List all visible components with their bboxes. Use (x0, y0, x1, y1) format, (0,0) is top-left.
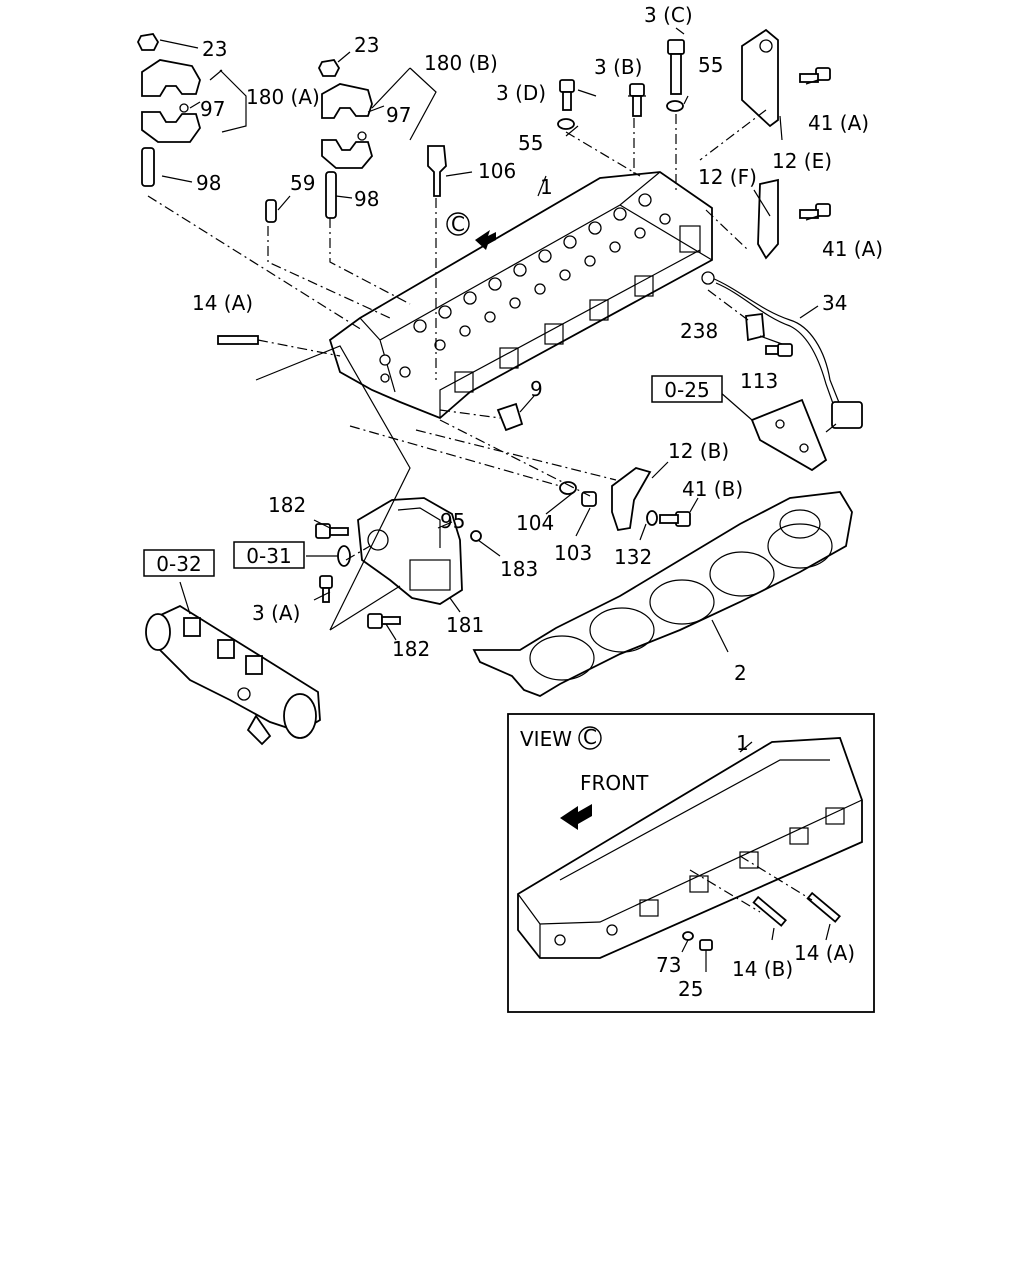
pin-59 (265, 199, 277, 223)
bracket-180b (317, 59, 373, 219)
clip-238 (745, 312, 765, 342)
inset-title: VIEW (520, 727, 572, 751)
oring-183 (470, 530, 482, 542)
washer-104 (559, 481, 577, 495)
callout-183: 183 (500, 557, 538, 581)
callout-3c: 3 (C) (644, 3, 693, 27)
callout-180b: 180 (B) (424, 51, 498, 75)
callout-98a: 98 (196, 171, 221, 195)
inset-callout-14a: 14 (A) (794, 941, 855, 965)
inset-callout-73: 73 (656, 953, 681, 977)
bolt-113 (765, 343, 793, 357)
callout-59: 59 (290, 171, 315, 195)
head-gasket-2 (472, 491, 853, 697)
water-housing-181 (357, 497, 463, 605)
callout-3b: 3 (B) (594, 55, 642, 79)
inset-front-label: FRONT (580, 771, 649, 795)
view-c-marker: C (446, 212, 496, 250)
direction-arrow-icon (475, 230, 496, 250)
stud-14a (217, 335, 259, 345)
callout-97b: 97 (386, 103, 411, 127)
inset-studs (682, 891, 841, 951)
callout-113: 113 (740, 369, 778, 393)
callout-182-top: 182 (268, 493, 306, 517)
callout-55a: 55 (698, 53, 723, 77)
callout-41a-bottom: 41 (A) (822, 237, 883, 261)
callout-132: 132 (614, 545, 652, 569)
view-c-marker-label: C (451, 212, 465, 236)
callout-14a: 14 (A) (192, 291, 253, 315)
fitting-9 (496, 402, 524, 432)
bolt-3c (667, 39, 685, 95)
callout-23a: 23 (202, 37, 227, 61)
callout-95: 95 (440, 509, 465, 533)
cylinder-head (328, 171, 713, 420)
washers-55 (557, 100, 684, 130)
inset-leaders (681, 741, 831, 972)
inset-cylinder-head (517, 737, 863, 959)
callout-55b: 55 (518, 131, 543, 155)
bolt-3d (559, 79, 575, 111)
callout-41a-top: 41 (A) (808, 111, 869, 135)
callout-182-bottom: 182 (392, 637, 430, 661)
callout-1: 1 (540, 175, 553, 199)
callout-2: 2 (734, 661, 747, 685)
bracket-12e (741, 28, 779, 128)
front-arrow-icon (560, 804, 592, 830)
inset-marker: C (583, 725, 597, 749)
callout-103: 103 (554, 541, 592, 565)
bolt-3b (629, 83, 645, 117)
ref-032-label: 0-32 (156, 552, 201, 576)
callout-3a: 3 (A) (252, 601, 300, 625)
callout-labels: 23 180 (A) 97 98 23 180 (B) 97 98 59 106… (192, 3, 883, 685)
callout-3d: 3 (D) (496, 81, 546, 105)
leader-lines (147, 27, 837, 653)
callout-106: 106 (478, 159, 516, 183)
bolts-41a (799, 67, 831, 219)
water-pipe-032 (145, 604, 321, 746)
seal-031 (337, 545, 351, 567)
bracket-12b (611, 467, 652, 532)
callout-104: 104 (516, 511, 554, 535)
bracket-025 (750, 398, 828, 472)
ref-025-label: 0-25 (664, 378, 709, 402)
bracket-12f (757, 178, 779, 260)
ref-box-031: 0-31 (233, 541, 305, 569)
callout-34: 34 (822, 291, 847, 315)
plug-103 (581, 491, 597, 507)
callout-12f: 12 (F) (698, 165, 757, 189)
ref-box-025: 0-25 (651, 375, 723, 403)
injector-sleeve-106 (427, 145, 447, 197)
callout-41b: 41 (B) (682, 477, 743, 501)
bracket-180a (136, 33, 201, 187)
ref-box-032: 0-32 (143, 549, 215, 577)
ref-031-label: 0-31 (246, 544, 291, 568)
callout-12e: 12 (E) (772, 149, 832, 173)
callout-238: 238 (680, 319, 718, 343)
callout-12b: 12 (B) (668, 439, 729, 463)
callout-180a: 180 (A) (246, 85, 320, 109)
inset-view-c: VIEW C FRONT (507, 713, 875, 1013)
head-holes (379, 193, 671, 383)
inset-callout-25: 25 (678, 977, 703, 1001)
callout-98b: 98 (354, 187, 379, 211)
callout-23b: 23 (354, 33, 379, 57)
callout-97a: 97 (200, 97, 225, 121)
inset-callout-1: 1 (736, 731, 749, 755)
inset-callout-14b: 14 (B) (732, 957, 793, 981)
bolt-41b (646, 510, 691, 527)
exhaust-ports (454, 225, 701, 393)
callout-9: 9 (530, 377, 543, 401)
callout-181: 181 (446, 613, 484, 637)
harness-34 (701, 271, 863, 429)
